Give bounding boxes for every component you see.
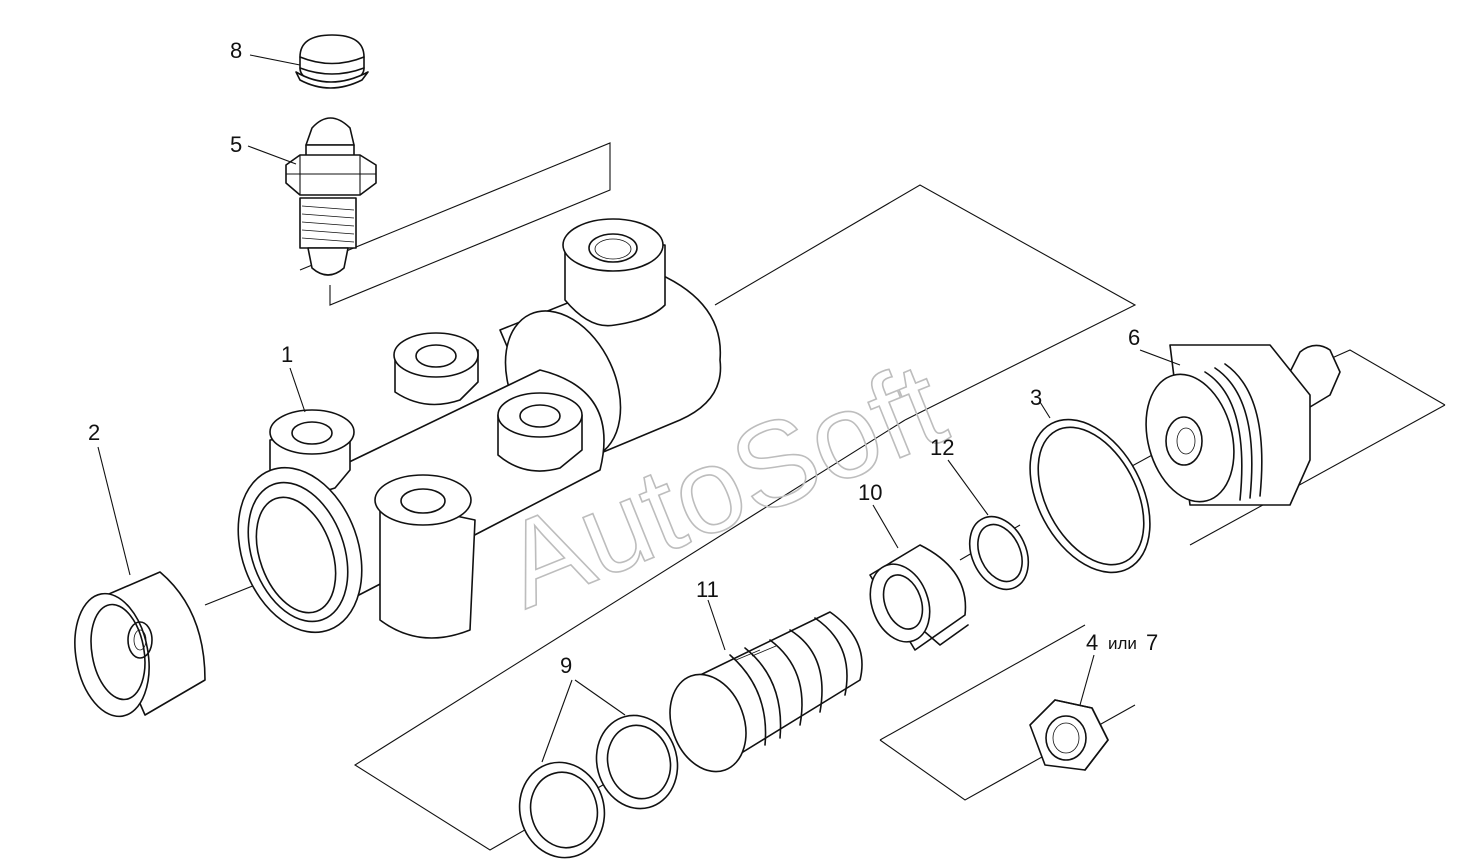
callout-8: 8: [230, 38, 242, 63]
part-8-bleed-cap: [295, 34, 369, 89]
callout-6: 6: [1128, 325, 1140, 350]
callout-12: 12: [930, 435, 954, 460]
callout-5: 5: [230, 132, 242, 157]
callout-9: 9: [560, 653, 572, 678]
part-12-small-ring: [968, 515, 1030, 591]
callout-10: 10: [858, 480, 882, 505]
part-5-bleed-valve: [285, 117, 377, 276]
callout-2: 2: [88, 420, 100, 445]
callout-7: 7: [1146, 630, 1158, 655]
callout-labels: 1 2 3 4 или 7 5 6 8 9 10 11 12: [88, 38, 1158, 678]
part-4-or-7-hex-nut: [1029, 699, 1109, 771]
callout-4-suffix: или: [1108, 634, 1137, 653]
callout-11: 11: [696, 577, 719, 602]
callout-4: 4: [1086, 630, 1098, 655]
leader-lines: [97, 54, 1181, 763]
callout-1: 1: [281, 342, 293, 367]
part-2-dust-boot: [74, 571, 206, 718]
part-3-gasket-ring: [1029, 418, 1151, 574]
part-9-seal-rings: [518, 714, 679, 859]
callout-3: 3: [1030, 385, 1042, 410]
part-10-split-sleeve: [869, 544, 969, 651]
assembly-lines: [204, 142, 1446, 851]
part-11-piston: [669, 611, 863, 773]
part-6-end-plug: [1145, 344, 1341, 506]
part-1-cylinder-body: [237, 218, 722, 639]
